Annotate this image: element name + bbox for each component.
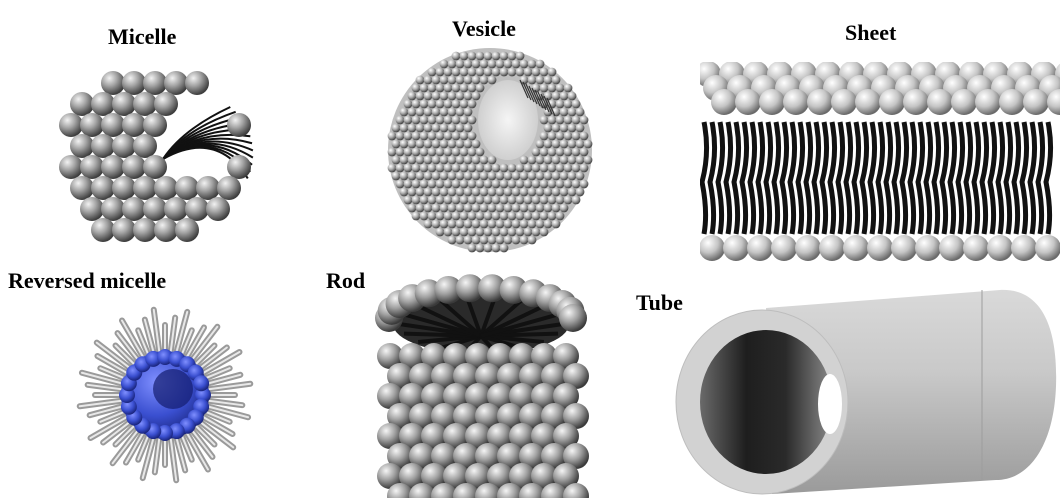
rod-illustration <box>368 274 594 498</box>
micelle-head-sphere <box>80 155 104 179</box>
micelle-head-sphere <box>70 92 94 116</box>
label-reversed-micelle: Reversed micelle <box>8 270 166 292</box>
micelle-head-sphere <box>154 218 178 242</box>
micelle-head-sphere <box>112 176 136 200</box>
micelle-head-sphere <box>154 176 178 200</box>
micelle-head-sphere <box>91 176 115 200</box>
micelle-head-sphere <box>91 92 115 116</box>
micelle-head-sphere <box>143 71 167 95</box>
micelle-head-sphere <box>70 134 94 158</box>
micelle-head-sphere <box>80 197 104 221</box>
micelle-head-sphere <box>122 113 146 137</box>
tube-opening <box>700 330 832 474</box>
micelle-illustration <box>36 56 270 252</box>
reversed-micelle-illustration <box>70 300 260 490</box>
micelle-head-sphere <box>133 92 157 116</box>
micelle-head-sphere <box>122 71 146 95</box>
micelle-head-sphere <box>206 197 230 221</box>
tube-illustration <box>670 268 1060 496</box>
micelle-head-sphere <box>122 155 146 179</box>
micelle-head-sphere <box>133 176 157 200</box>
micelle-head-sphere <box>133 218 157 242</box>
micelle-head-sphere <box>154 92 178 116</box>
micelle-head-sphere <box>143 197 167 221</box>
micelle-head-sphere <box>227 113 251 137</box>
micelle-head-sphere <box>196 176 220 200</box>
micelle-head-sphere <box>70 176 94 200</box>
micelle-head-sphere <box>101 113 125 137</box>
micelle-head-sphere <box>91 218 115 242</box>
micelle-head-sphere <box>185 71 209 95</box>
label-sheet: Sheet <box>845 22 896 44</box>
micelle-head-sphere <box>112 92 136 116</box>
micelle-head-sphere <box>185 197 209 221</box>
micelle-head-sphere <box>101 71 125 95</box>
micelle-head-sphere <box>164 197 188 221</box>
sheet-illustration <box>700 62 1060 268</box>
label-vesicle: Vesicle <box>452 18 516 40</box>
micelle-head-sphere <box>80 113 104 137</box>
micelle-head-sphere <box>112 134 136 158</box>
micelle-head-sphere <box>122 197 146 221</box>
micelle-head-sphere <box>91 134 115 158</box>
micelle-head-sphere <box>217 176 241 200</box>
micelle-head-sphere <box>59 113 83 137</box>
micelle-head-sphere <box>133 134 157 158</box>
micelle-head-sphere <box>112 218 136 242</box>
micelle-head-sphere <box>175 176 199 200</box>
micelle-head-sphere <box>175 218 199 242</box>
micelle-head-sphere <box>143 155 167 179</box>
micelle-head-sphere <box>59 155 83 179</box>
micelle-head-sphere <box>143 113 167 137</box>
label-rod: Rod <box>326 270 365 292</box>
micelle-head-sphere <box>164 71 188 95</box>
vesicle-illustration <box>370 44 610 256</box>
micelle-head-sphere <box>101 155 125 179</box>
label-micelle: Micelle <box>108 26 176 48</box>
micelle-head-sphere <box>101 197 125 221</box>
micelle-head-sphere <box>227 155 251 179</box>
